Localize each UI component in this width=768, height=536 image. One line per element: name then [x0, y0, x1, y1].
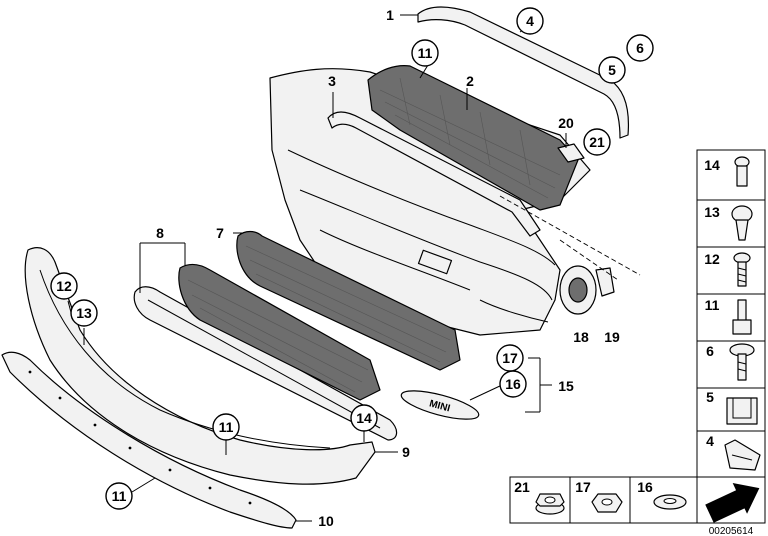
upper-grille [367, 65, 579, 211]
spring-clip-icon [724, 439, 761, 471]
callout-6: 6 [636, 40, 644, 56]
callout-10: 10 [318, 513, 334, 529]
expanding-clip-icon [731, 205, 753, 241]
hex-nut-icon [591, 493, 623, 513]
callout-2: 2 [466, 73, 474, 89]
front-spoiler [24, 247, 376, 485]
callout-20: 20 [558, 115, 574, 131]
callout-3: 3 [328, 73, 336, 89]
callout-11-mid: 11 [219, 419, 234, 435]
nut-clip-icon [726, 397, 758, 425]
panel-label-4: 4 [706, 433, 714, 449]
callout-18: 18 [573, 329, 589, 345]
callout-1: 1 [386, 7, 394, 23]
bracket-19 [595, 267, 615, 297]
trim-rail [327, 111, 541, 237]
callout-7: 7 [216, 225, 224, 241]
top-trim-strip [417, 6, 630, 139]
panel-label-21: 21 [514, 479, 530, 495]
callout-13: 13 [76, 305, 92, 321]
panel-label-13: 13 [704, 204, 720, 220]
callouts: 1 2 3 4 5 6 7 8 9 10 11 11 11 12 13 14 1… [50, 7, 654, 529]
washer-screw-icon [729, 343, 755, 381]
clip-icon [732, 299, 752, 335]
diagram-id: 00205614 [709, 526, 754, 536]
dashed-leaders [499, 195, 641, 281]
grille-frame [133, 286, 398, 441]
callout-16: 16 [505, 376, 521, 392]
bottom-hardware-panel: 21 17 16 00205614 [509, 476, 766, 536]
panel-label-17: 17 [575, 479, 591, 495]
callout-11-top: 11 [418, 45, 433, 61]
washer-icon [653, 494, 687, 510]
badge-text: MINI [428, 398, 451, 414]
direction-arrow-icon [705, 482, 760, 523]
callout-8: 8 [156, 225, 164, 241]
callout-5: 5 [608, 62, 616, 78]
callout-11-bottom: 11 [112, 488, 127, 504]
panel-label-12: 12 [704, 251, 720, 267]
emblem-badge: MINI [400, 390, 480, 420]
callout-4: 4 [526, 13, 534, 29]
callout-12: 12 [56, 278, 72, 294]
panel-label-11: 11 [705, 297, 720, 313]
callout-15: 15 [558, 378, 574, 394]
callout-9: 9 [402, 444, 410, 460]
callout-17: 17 [502, 350, 518, 366]
panel-label-14: 14 [704, 157, 720, 173]
lower-strip [1, 351, 297, 529]
screw-icon [733, 252, 751, 287]
tow-hook-cover [559, 265, 597, 315]
panel-label-16: 16 [637, 479, 653, 495]
callout-14: 14 [356, 410, 372, 426]
lower-grille [236, 230, 461, 371]
panel-label-5: 5 [706, 389, 714, 405]
clip-20 [557, 143, 585, 163]
hardware-panel: 14 13 12 11 6 5 4 [696, 149, 766, 478]
callout-21: 21 [589, 134, 605, 150]
middle-grille [178, 263, 381, 401]
flange-nut-icon [535, 493, 565, 515]
push-rivet-icon [734, 156, 750, 187]
callout-19: 19 [604, 329, 620, 345]
panel-label-6: 6 [706, 343, 714, 359]
leader-lines [67, 14, 613, 522]
